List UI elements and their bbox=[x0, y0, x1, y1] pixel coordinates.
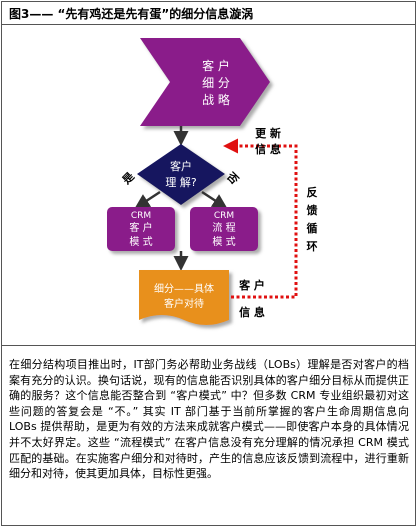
strategy-line-2: 细 分 bbox=[202, 76, 230, 90]
customer-model-line-3: 模 式 bbox=[129, 235, 152, 248]
figure-title: 图3—— “先有鸡还是先有蛋”的细分信息漩涡 bbox=[9, 7, 254, 21]
crm-customer-model-box bbox=[107, 207, 175, 251]
title-divider bbox=[1, 24, 416, 25]
arrow-no bbox=[201, 190, 228, 209]
diamond-line-1: 客户 bbox=[170, 159, 192, 173]
diamond-line-2: 理 解? bbox=[165, 175, 196, 189]
feedback-loop-char-1: 反 bbox=[307, 185, 318, 199]
customer-model-line-1: CRM bbox=[131, 211, 151, 221]
customer-info-line-1: 客 户 bbox=[238, 278, 265, 292]
feedback-loop-char-2: 馈 bbox=[307, 203, 318, 217]
crm-process-model-box bbox=[190, 207, 258, 251]
arrow-yes bbox=[134, 190, 161, 209]
treatment-document bbox=[139, 270, 229, 325]
customer-info-line-2: 信 息 bbox=[239, 305, 265, 319]
feedback-loop-line bbox=[223, 138, 298, 299]
yes-label: 是 bbox=[119, 169, 137, 187]
treatment-line-1: 细分——具体 bbox=[154, 282, 214, 295]
customer-model-line-2: 客 户 bbox=[129, 221, 152, 234]
process-model-line-2: 流 程 bbox=[212, 221, 235, 234]
understanding-diamond bbox=[137, 144, 225, 205]
no-label: 否 bbox=[223, 169, 241, 187]
figure-description: 在细分结构项目推出时，IT部门务必帮助业务战线（LOBs）理解是否对客户的档案有… bbox=[9, 358, 409, 481]
strategy-chevron bbox=[140, 38, 270, 126]
strategy-line-1: 客 户 bbox=[202, 58, 230, 73]
process-model-line-3: 模 式 bbox=[212, 235, 235, 248]
update-info-line-1: 更 新 bbox=[255, 126, 281, 140]
process-model-line-1: CRM bbox=[214, 211, 234, 221]
diagram-divider bbox=[1, 345, 416, 346]
feedback-loop-char-4: 环 bbox=[307, 240, 318, 253]
feedback-loop-char-3: 循 bbox=[307, 221, 318, 235]
update-info-line-2: 信 息 bbox=[255, 142, 281, 156]
strategy-line-3: 战 略 bbox=[202, 92, 230, 107]
treatment-line-2: 客户对待 bbox=[164, 297, 204, 310]
